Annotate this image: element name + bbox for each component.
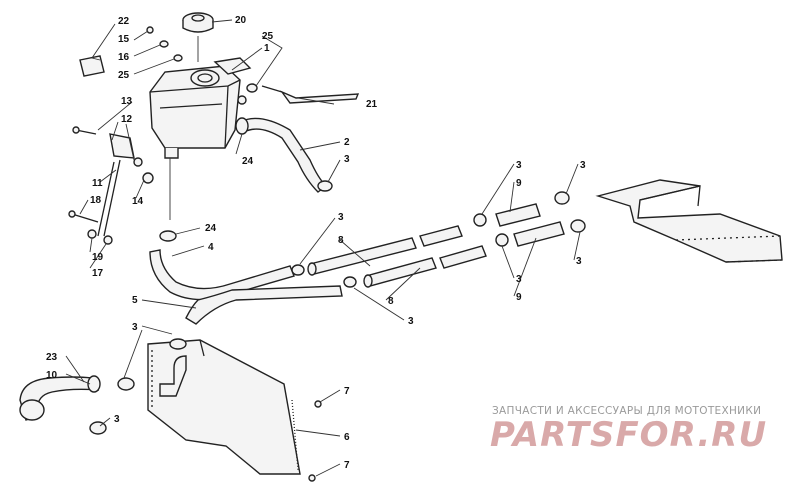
callout-7: 7 xyxy=(344,386,350,397)
hose-5 xyxy=(185,285,343,325)
watermark: ЗАПЧАСТИ И АКСЕССУАРЫ ДЛЯ МОТОТЕХНИКИ PA… xyxy=(490,405,767,455)
hose-clamp-25 xyxy=(237,83,258,105)
callout-3: 3 xyxy=(580,160,586,171)
elbow-fitting xyxy=(159,338,187,397)
callout-18: 18 xyxy=(90,195,102,206)
callout-6: 6 xyxy=(344,432,350,443)
leader-lines xyxy=(65,19,581,477)
clamp-3-set xyxy=(291,191,586,288)
callout-23: 23 xyxy=(46,352,58,363)
callout-10: 10 xyxy=(46,370,58,381)
callout-14: 14 xyxy=(132,196,144,207)
callout-9: 9 xyxy=(516,292,522,303)
coolant-reservoir xyxy=(149,57,252,159)
callout-25: 25 xyxy=(118,70,130,81)
hose-4 xyxy=(149,249,295,301)
callout-19: 19 xyxy=(92,252,104,263)
bolt-18 xyxy=(68,210,99,223)
sleeve-9-upper xyxy=(495,203,541,227)
washer-16 xyxy=(159,40,169,48)
overflow-tube xyxy=(261,85,360,104)
callout-22: 22 xyxy=(118,16,130,27)
watermark-logo: PARTSFOR.RU xyxy=(490,415,767,455)
callout-13: 13 xyxy=(121,96,133,107)
callout-3: 3 xyxy=(338,212,344,223)
nut-17 xyxy=(103,235,113,245)
callout-5: 5 xyxy=(132,295,138,306)
clamp-3-lower xyxy=(89,377,135,435)
nut-14 xyxy=(133,157,154,184)
callout-labels: 22 15 16 25 20 25 1 21 13 12 2 3 24 11 1… xyxy=(46,15,586,471)
callout-3: 3 xyxy=(576,256,582,267)
clamp-24 xyxy=(159,230,177,242)
mount-bracket xyxy=(97,133,135,237)
callout-11: 11 xyxy=(92,178,103,189)
decal-plate xyxy=(79,55,105,77)
callout-2: 2 xyxy=(344,137,350,148)
callout-3: 3 xyxy=(516,274,522,285)
radiator-panel xyxy=(147,339,301,475)
screw-15 xyxy=(146,26,154,34)
tube-8-upper xyxy=(307,225,463,276)
clamp-3-upper xyxy=(317,180,333,192)
screws-7 xyxy=(308,400,322,482)
callout-4: 4 xyxy=(208,242,214,253)
watermark-subtitle: ЗАПЧАСТИ И АКСЕССУАРЫ ДЛЯ МОТОТЕХНИКИ xyxy=(492,405,761,417)
callout-3: 3 xyxy=(132,322,138,333)
callout-16: 16 xyxy=(118,52,130,63)
grommet-25 xyxy=(173,54,183,62)
heat-exchanger xyxy=(595,179,783,263)
callout-12: 12 xyxy=(121,114,133,125)
washer-19 xyxy=(87,229,97,239)
callout-3: 3 xyxy=(344,154,350,165)
callout-24: 24 xyxy=(242,156,254,167)
bolt-13 xyxy=(72,126,97,135)
callout-15: 15 xyxy=(118,34,130,45)
callout-8: 8 xyxy=(388,296,394,307)
callout-3: 3 xyxy=(114,414,120,425)
callout-3: 3 xyxy=(516,160,522,171)
callout-3: 3 xyxy=(408,316,414,327)
callout-8: 8 xyxy=(338,235,344,246)
callout-17: 17 xyxy=(92,268,104,279)
callout-9: 9 xyxy=(516,178,522,189)
callout-7: 7 xyxy=(344,460,350,471)
callout-20: 20 xyxy=(235,15,247,26)
callout-21: 21 xyxy=(366,99,378,110)
callout-24: 24 xyxy=(205,223,217,234)
tube-8-lower xyxy=(363,245,487,288)
radiator-cap xyxy=(182,12,214,33)
hose-10-23 xyxy=(19,375,101,421)
hose-2 xyxy=(235,117,328,193)
callout-1: 1 xyxy=(264,43,270,54)
callout-25: 25 xyxy=(262,31,274,42)
sleeve-9-lower xyxy=(513,221,565,247)
